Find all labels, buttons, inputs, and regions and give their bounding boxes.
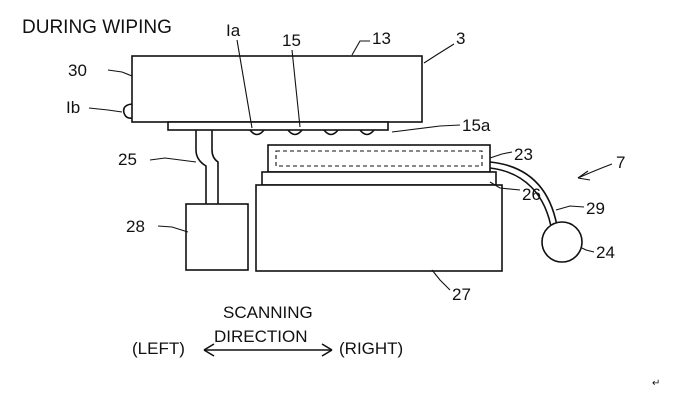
holder-26 [261, 171, 497, 186]
motor-24 [541, 221, 583, 263]
label-15a: 15a [462, 116, 491, 135]
direction-label: DIRECTION [214, 327, 308, 346]
label-27: 27 [452, 285, 471, 304]
cable-29-inner [489, 167, 553, 233]
label-3: 3 [456, 29, 465, 48]
label-28: 28 [126, 217, 145, 236]
label-23: 23 [514, 145, 533, 164]
waste-tank-28 [185, 203, 249, 271]
label-24: 24 [596, 243, 615, 262]
label-29: 29 [586, 199, 605, 218]
label-15: 15 [282, 31, 301, 50]
scanning-label: SCANNING [223, 303, 313, 322]
label-ib: Ib [66, 98, 80, 117]
left-label: (LEFT) [132, 339, 185, 358]
right-label: (RIGHT) [339, 339, 403, 358]
leader-lines [88, 39, 595, 291]
wiper-inner-dashed [275, 150, 483, 167]
cable-29 [489, 161, 559, 233]
double-arrow [203, 343, 333, 357]
print-head-13 [131, 55, 423, 123]
suction-tube-25 [195, 130, 219, 205]
label-26: 26 [522, 185, 541, 204]
base-27 [255, 184, 503, 272]
ink-drops-ia [249, 129, 375, 136]
arrow-7 [577, 163, 613, 181]
diagram-title: DURING WIPING [22, 17, 172, 38]
label-25: 25 [118, 150, 137, 169]
label-13: 13 [372, 29, 391, 48]
corner-return-mark: ↵ [652, 378, 660, 389]
wiper-23 [267, 144, 491, 173]
label-30: 30 [68, 61, 87, 80]
ejecting-surface-15a [167, 121, 389, 131]
label-ia: Ia [226, 21, 241, 40]
ink-drop-ib [122, 103, 133, 119]
label-7: 7 [616, 153, 625, 172]
